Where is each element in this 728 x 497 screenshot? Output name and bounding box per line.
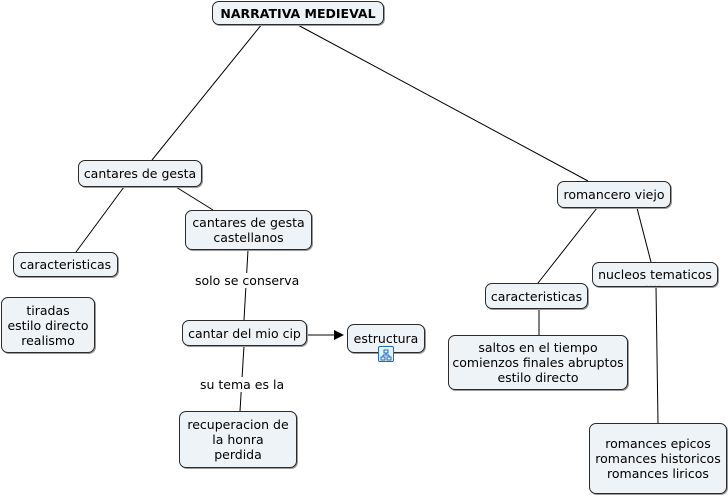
- line-root-romancero: [295, 23, 589, 182]
- link-label-solo-se-conserva: solo se conserva: [193, 273, 302, 288]
- node-cantar-del-mio-cid[interactable]: cantar del mio cip: [182, 320, 307, 346]
- line-romancero-nucleos: [636, 207, 652, 263]
- node-recuperacion-honra[interactable]: recuperacion de la honra perdida: [179, 411, 297, 468]
- node-nucleos-tematicos[interactable]: nucleos tematicos: [592, 262, 718, 287]
- root-node[interactable]: NARRATIVA MEDIEVAL: [212, 1, 384, 25]
- line-romancero-caracteristicas: [537, 207, 598, 284]
- node-tiradas[interactable]: tiradas estilo directo realismo: [1, 297, 95, 353]
- collapsed-children-icon: ····: [645, 282, 662, 293]
- node-cantares-castellanos[interactable]: cantares de gesta castellanos: [185, 210, 312, 250]
- submap-glyph: [380, 349, 392, 361]
- node-cantares-de-gesta[interactable]: cantares de gesta: [78, 160, 202, 187]
- line-nucleos-romances: [655, 286, 659, 424]
- line-cantares-castellanos: [175, 186, 214, 211]
- node-romancero-viejo[interactable]: romancero viejo: [557, 181, 671, 208]
- node-romances[interactable]: romances epicos romances historicos roma…: [589, 423, 727, 494]
- arrowhead-estructura: [334, 330, 344, 340]
- line-cantares-caracteristicas: [75, 186, 125, 253]
- node-caracteristicas-romancero[interactable]: caracteristicas: [485, 283, 588, 309]
- submap-link-icon[interactable]: [378, 346, 394, 362]
- line-root-cantares: [151, 23, 263, 161]
- link-label-su-tema-es-la: su tema es la: [198, 377, 287, 392]
- node-caracteristicas-cantares[interactable]: caracteristicas: [13, 252, 118, 277]
- node-saltos-en-el-tiempo[interactable]: saltos en el tiempo comienzos finales ab…: [448, 335, 628, 390]
